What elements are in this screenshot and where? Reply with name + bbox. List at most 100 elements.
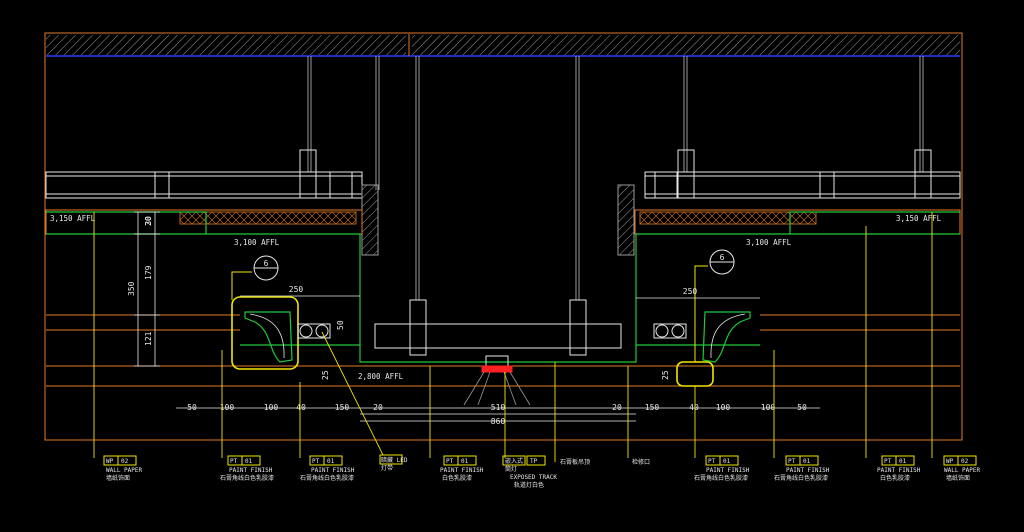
dim-v-50: 50 [336, 320, 345, 330]
bottom-dimension-lines [176, 407, 820, 422]
vertical-dimensions [134, 211, 160, 367]
tag-line1: WALL PAPER [944, 467, 981, 474]
tag-line2: 石膏角线白色乳胶漆 [220, 474, 274, 482]
tag-code: PT [708, 458, 716, 465]
tag-line2: 石膏角线白色乳胶漆 [300, 474, 354, 482]
top-dimensions [240, 295, 760, 299]
tag-pt01-a: PT 01 PAINT FINISH 石膏角线白色乳胶漆 [220, 455, 274, 482]
tag-code: WP [106, 458, 114, 465]
section-marker-right-label: 6 [720, 253, 725, 262]
tag-num: 01 [803, 458, 811, 465]
tag-line1: EXPOSED TRACK [510, 474, 557, 481]
vertical-dimension-labels: 20 30 179 350 121 50 25 25 [127, 216, 670, 380]
tag-led-strip: 暗藏 LED 灯带 [379, 454, 408, 472]
tag-pt01-f: PT 01 PAINT FINISH 白色乳胶漆 [877, 455, 921, 482]
tag-line2: 灯带 [381, 464, 393, 472]
tag-line1: 嵌入式 [505, 457, 523, 465]
tag-line1: PAINT FINISH [311, 467, 355, 474]
dim-250-left: 250 [289, 285, 304, 294]
tag-line2: 石膏角线白色乳胶漆 [774, 474, 828, 482]
tag-line2: 白色乳胶漆 [442, 474, 472, 482]
green-ceiling-profile [46, 211, 960, 363]
dim-v-121: 121 [144, 331, 153, 346]
dim-250-right: 250 [683, 287, 698, 296]
tag-code: WP [946, 458, 954, 465]
level-left-top: 3,150 AFFL [50, 214, 96, 223]
tag-gypsum-ceiling: 石膏板吊顶 [560, 458, 590, 466]
section-marker-left-label: 6 [264, 259, 269, 268]
tag-num: 01 [327, 458, 335, 465]
tag-line1: PAINT FINISH [706, 467, 750, 474]
dim-v-25: 25 [321, 370, 330, 380]
tag-num: 01 [899, 458, 907, 465]
tag-code: PT [446, 458, 454, 465]
concrete-slab [46, 34, 960, 57]
tag-line2: 白色乳胶漆 [880, 474, 910, 482]
tag-wp02-left: WP 02 WALL PAPER 墙纸饰面 [103, 455, 143, 482]
dim-b-860: 860 [491, 417, 506, 426]
level-labels: 3,150 AFFL 3,150 AFFL 3,100 AFFL 3,100 A… [50, 214, 942, 381]
dim-v-20: 20 [144, 216, 153, 226]
tag-code: PT [312, 458, 320, 465]
tag-pt01-d: PT 01 PAINT FINISH 石膏角线白色乳胶漆 [694, 455, 750, 482]
left-ceiling-framing [45, 149, 379, 256]
dim-b-150: 150 [335, 403, 350, 412]
tag-pt01-c: PT 01 PAINT FINISH 白色乳胶漆 [440, 455, 484, 482]
tag-code: PT [788, 458, 796, 465]
tag-line2: 轨道灯白色 [514, 481, 544, 489]
tag-line1: 石膏板吊顶 [560, 458, 590, 466]
tag-line1: 暗藏 LED [381, 456, 408, 464]
dim-b-r-20: 20 [612, 403, 622, 412]
tag-num: TP [530, 458, 538, 465]
tag-code: PT [230, 458, 238, 465]
dim-v-350: 350 [127, 281, 136, 296]
crown-moulding-left [231, 296, 331, 370]
level-center-bottom: 2,800 AFFL [358, 372, 404, 381]
dim-b-50: 50 [187, 403, 197, 412]
tag-line2: 石膏角线白色乳胶漆 [694, 474, 748, 482]
tag-num: 01 [245, 458, 253, 465]
dim-v-30: 30 [144, 216, 153, 226]
tag-line1: PAINT FINISH [786, 467, 830, 474]
dim-b-40: 40 [296, 403, 306, 412]
drawing-frame [44, 32, 963, 441]
tag-line2: 筒灯 [505, 465, 517, 473]
level-left-mid: 3,100 AFFL [234, 238, 280, 247]
dim-b-r-50: 50 [797, 403, 807, 412]
dim-b-r-40: 40 [689, 403, 699, 412]
bottom-dimension-labels: 50 100 100 40 150 20 20 150 40 100 100 5… [187, 403, 807, 426]
tag-pt01-e: PT 01 PAINT FINISH 石膏角线白色乳胶漆 [774, 455, 830, 482]
tag-num: 02 [961, 458, 969, 465]
dim-b-510: 510 [491, 403, 506, 412]
tag-num: 01 [723, 458, 731, 465]
leader-lines [93, 212, 933, 462]
dim-b-r-100a: 100 [716, 403, 731, 412]
section-marker-left: 6 [231, 255, 279, 300]
ceiling-board-bands [45, 209, 961, 235]
tag-track-light: TP EXPOSED TRACK 轨道灯白色 [510, 455, 557, 489]
dim-v-179: 179 [144, 265, 153, 280]
tag-line2: 墙纸饰面 [946, 474, 970, 482]
dim-b-r-150: 150 [645, 403, 660, 412]
tag-access-panel: 检修口 [632, 458, 650, 466]
tag-line1: PAINT FINISH [440, 467, 484, 474]
tag-line1: PAINT FINISH [877, 467, 921, 474]
dim-b-r-100b: 100 [761, 403, 776, 412]
tag-code: PT [884, 458, 892, 465]
tag-line1: PAINT FINISH [229, 467, 273, 474]
level-right-top: 3,150 AFFL [896, 214, 942, 223]
central-ceiling-box [374, 299, 622, 406]
hanger-rods [307, 56, 924, 300]
dim-b-100a: 100 [220, 403, 235, 412]
dim-b-100b: 100 [264, 403, 279, 412]
tag-line2: 墙纸饰面 [106, 474, 130, 482]
section-marker-right: 6 [694, 249, 735, 362]
tag-downlight: 嵌入式 筒灯 [502, 455, 526, 473]
tag-num: 02 [121, 458, 129, 465]
tag-line1: 检修口 [632, 458, 650, 466]
tag-wp02-right: WP 02 WALL PAPER 墙纸饰面 [943, 455, 981, 482]
dim-b-20: 20 [373, 403, 383, 412]
dim-v-25-right: 25 [661, 370, 670, 380]
